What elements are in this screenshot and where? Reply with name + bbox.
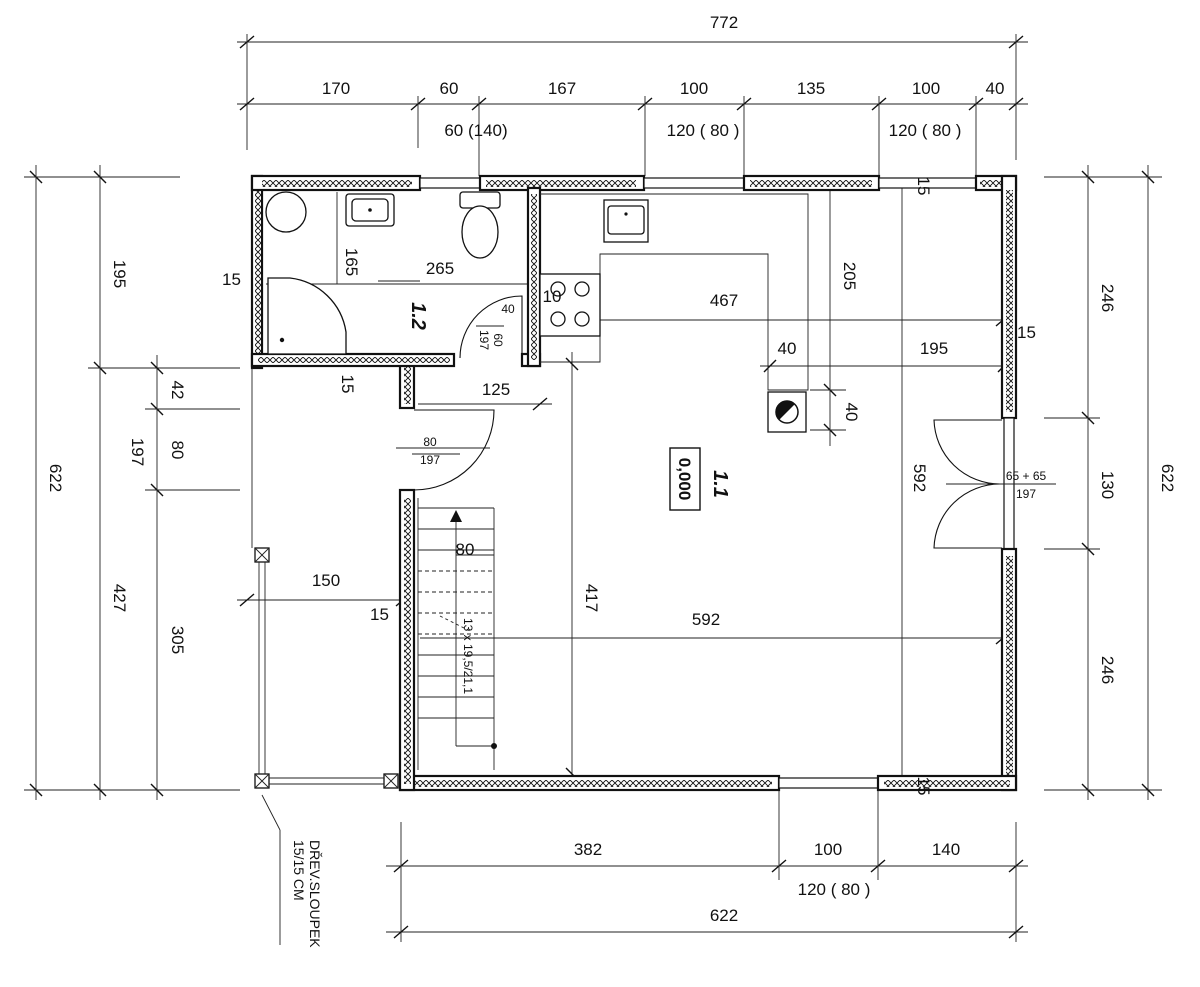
stove-offset-x-label: 40 bbox=[778, 339, 797, 358]
stove-to-wall-label: 195 bbox=[920, 339, 948, 358]
hall-door-height: 197 bbox=[420, 453, 440, 467]
wall-15-right: 15 bbox=[1017, 323, 1036, 342]
staircase bbox=[417, 498, 497, 770]
left-seg-2: 427 bbox=[110, 584, 129, 612]
post-annotation: DŘEV.SLOUPEK 15/15 CM bbox=[291, 840, 323, 948]
top-seg-7: 40 bbox=[986, 79, 1005, 98]
living-width-label: 592 bbox=[692, 610, 720, 629]
top-seg-1: 170 bbox=[322, 79, 350, 98]
top-seg-6: 100 bbox=[912, 79, 940, 98]
left-seg-1: 195 bbox=[110, 260, 129, 288]
niche-40-label: 40 bbox=[501, 302, 515, 316]
counter-depth-label: 205 bbox=[840, 262, 859, 290]
bottom-total-label: 622 bbox=[710, 906, 738, 925]
right-seg-1: 246 bbox=[1098, 284, 1117, 312]
room-label-living: 1.1 bbox=[709, 470, 731, 498]
dimension-lines bbox=[24, 34, 1162, 942]
hall-door-width: 80 bbox=[423, 435, 437, 449]
post-label-line1: DŘEV.SLOUPEK bbox=[307, 840, 323, 948]
level-box bbox=[669, 447, 701, 511]
top-total-label: 772 bbox=[710, 13, 738, 32]
entrance-height: 197 bbox=[1016, 487, 1036, 501]
living-depth-label: 592 bbox=[910, 464, 929, 492]
stove-offset-y-label: 40 bbox=[842, 403, 861, 422]
top-opening-3: 120 ( 80 ) bbox=[889, 121, 962, 140]
bath-width-label: 265 bbox=[426, 259, 454, 278]
top-opening-1: 60 (140) bbox=[444, 121, 507, 140]
wall-15-bottom-right: 15 bbox=[914, 777, 933, 796]
bath-depth-label: 165 bbox=[342, 248, 361, 276]
bottom-seg-2: 100 bbox=[814, 840, 842, 859]
niche-10-label: 10 bbox=[543, 287, 562, 306]
stair-height-label: 417 bbox=[582, 584, 601, 612]
counter-length-label: 467 bbox=[710, 291, 738, 310]
bottom-seg-3: 140 bbox=[932, 840, 960, 859]
doors bbox=[412, 295, 1056, 549]
bath-door-width: 60 bbox=[491, 333, 505, 347]
wall-15-bath-bottom: 15 bbox=[338, 375, 357, 394]
bath-door-height: 197 bbox=[477, 330, 491, 350]
bottom-opening: 120 ( 80 ) bbox=[798, 880, 871, 899]
left-inner-197: 197 bbox=[128, 438, 147, 466]
left-inner-305: 305 bbox=[168, 626, 187, 654]
left-inner-80: 80 bbox=[168, 441, 187, 460]
wall-15-bath-left: 15 bbox=[222, 270, 241, 289]
top-seg-2: 60 bbox=[440, 79, 459, 98]
room-labels: 1.1 0,000 1.2 bbox=[407, 302, 731, 511]
right-total-label: 622 bbox=[1158, 464, 1177, 492]
top-seg-4: 100 bbox=[680, 79, 708, 98]
wall-15-stair: 15 bbox=[370, 605, 389, 624]
top-opening-2: 120 ( 80 ) bbox=[667, 121, 740, 140]
dimension-labels: 772 170 60 167 100 135 100 40 60 (140) 1… bbox=[46, 13, 1177, 925]
fixtures bbox=[265, 191, 809, 433]
entrance-width: 65 + 65 bbox=[1006, 469, 1047, 483]
top-seg-3: 167 bbox=[548, 79, 576, 98]
stair-steps-label: 13 x 19,5/21,1 bbox=[461, 618, 475, 694]
level-label: 0,000 bbox=[675, 458, 694, 501]
post-label-line2: 15/15 CM bbox=[291, 840, 307, 901]
stair-width-label: 80 bbox=[456, 540, 475, 559]
wall-15-top-right: 15 bbox=[914, 177, 933, 196]
stair-gap-label: 125 bbox=[482, 380, 510, 399]
porch-width-label: 150 bbox=[312, 571, 340, 590]
bottom-seg-1: 382 bbox=[574, 840, 602, 859]
left-inner-42: 42 bbox=[168, 381, 187, 400]
left-total-label: 622 bbox=[46, 464, 65, 492]
right-seg-3: 246 bbox=[1098, 656, 1117, 684]
walls bbox=[250, 174, 1018, 945]
top-seg-5: 135 bbox=[797, 79, 825, 98]
right-seg-2: 130 bbox=[1098, 471, 1117, 499]
room-label-bath: 1.2 bbox=[407, 302, 429, 330]
